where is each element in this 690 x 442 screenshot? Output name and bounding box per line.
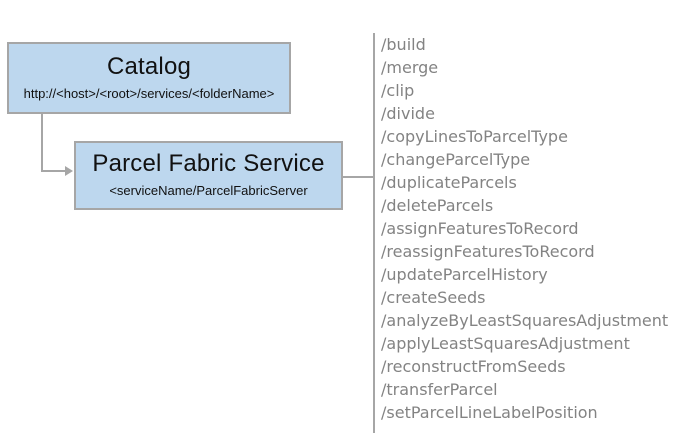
catalog-title: Catalog [106,53,192,80]
connector-catalog-vertical [41,114,43,172]
operation-item: /applyLeastSquaresAdjustment [381,334,630,353]
operation-item: /changeParcelType [381,150,531,169]
operation-item: /analyzeByLeastSquaresAdjustment [381,311,669,330]
operations-list: /build/merge/clip/divide/copyLinesToParc… [381,33,668,424]
service-node: Parcel Fabric Service <serviceName/Parce… [74,141,343,210]
catalog-node: Catalog http://<host>/<root>/services/<f… [7,42,291,114]
service-url-template: <serviceName/ParcelFabricServer [109,183,308,198]
operation-item: /reconstructFromSeeds [381,357,566,376]
connector-service-to-operations [343,176,373,178]
operation-item: /assignFeaturesToRecord [381,219,579,238]
catalog-url-template: http://<host>/<root>/services/<folderNam… [23,86,275,101]
arrowhead-icon [65,166,73,176]
operation-item: /copyLinesToParcelType [381,127,568,146]
operation-item: /createSeeds [381,288,486,307]
operation-item: /setParcelLineLabelPosition [381,403,598,422]
operation-item: /clip [381,81,415,100]
operation-item: /build [381,35,426,54]
operation-item: /merge [381,58,439,77]
operations-divider [373,33,375,433]
operation-item: /updateParcelHistory [381,265,548,284]
operation-item: /transferParcel [381,380,498,399]
operation-item: /divide [381,104,435,123]
operation-item: /deleteParcels [381,196,494,215]
connector-catalog-horizontal [41,170,67,172]
operation-item: /reassignFeaturesToRecord [381,242,595,261]
service-title: Parcel Fabric Service [92,150,325,177]
operation-item: /duplicateParcels [381,173,517,192]
